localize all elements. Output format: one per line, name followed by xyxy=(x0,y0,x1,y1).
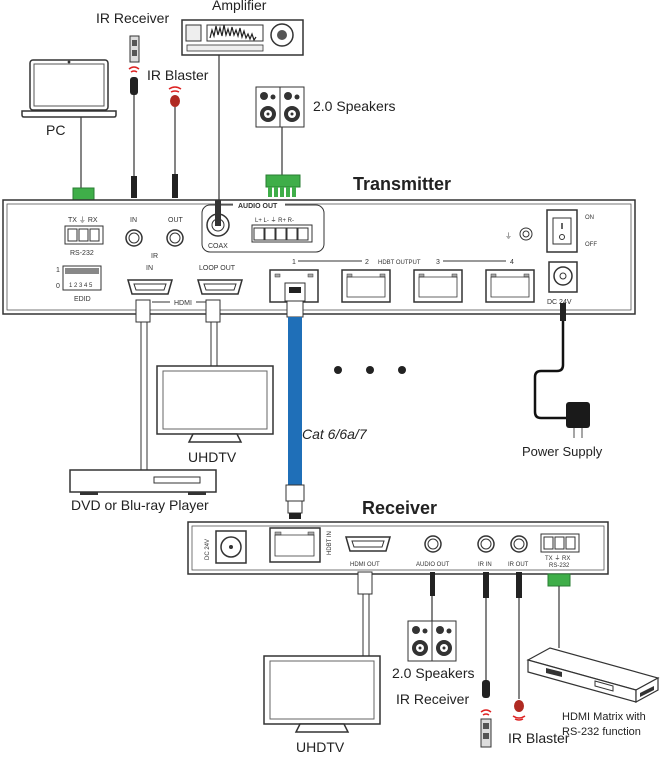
tx-power-switch[interactable] xyxy=(546,209,578,253)
uhdtv-top-icon xyxy=(156,365,274,443)
rx-rs232-label: RS-232 xyxy=(549,563,570,569)
rx-ir-in-label: IR IN xyxy=(478,562,492,568)
tx-hdmi-in-label: IN xyxy=(146,265,153,272)
tx-ground-screw xyxy=(519,227,533,241)
hdmi-matrix-icon xyxy=(526,647,660,704)
rx-rs232-plug-cable xyxy=(547,573,571,648)
ir-blaster-top-label: IR Blaster xyxy=(147,67,209,83)
ir-receiver-top-icon xyxy=(128,35,140,198)
hdmi-matrix-label-line1: HDMI Matrix with xyxy=(562,711,646,723)
tx-dc24v-label: DC 24V xyxy=(547,299,572,306)
speakers-bottom-icon xyxy=(407,620,457,662)
tx-ground-symbol: ⏚ xyxy=(505,232,512,240)
cat-cable xyxy=(284,282,306,519)
rx-hdmi-cable xyxy=(357,571,373,656)
audio-terminal-plug-top xyxy=(265,174,301,197)
tx-rs232-pins: TX ⏚ RX xyxy=(68,216,98,224)
tx-edid-label: EDID xyxy=(74,296,91,303)
tx-rs232-port xyxy=(64,225,104,245)
rx-hdbt-in-port xyxy=(269,527,321,563)
uhdtv-bottom-icon xyxy=(263,655,381,733)
ir-receiver-bottom-icon xyxy=(480,709,492,748)
tx-port-1: 1 xyxy=(292,259,296,266)
tx-ir-in-jack xyxy=(125,229,143,247)
tx-edid-1: 1 xyxy=(56,267,60,274)
tx-hdbt-port-2 xyxy=(341,269,391,303)
uhdtv-top-label: UHDTV xyxy=(188,449,237,465)
rx-rs232-pins: TX ⏚ RX xyxy=(545,555,570,562)
hdmi-cable-to-tv xyxy=(205,299,221,366)
rx-hdmi-out-label: HDMI OUT xyxy=(350,562,380,568)
tx-audio-out-label: AUDIO OUT xyxy=(238,203,278,210)
transmitter-title: Transmitter xyxy=(353,174,451,194)
ir-receiver-top-label: IR Receiver xyxy=(96,10,169,26)
ir-blaster-top-icon xyxy=(168,86,182,198)
dvd-player-label: DVD or Blu-ray Player xyxy=(71,497,209,513)
rx-ir-out-jack xyxy=(510,535,528,553)
hdmi-cable-to-dvd xyxy=(135,299,151,470)
rx-hdbt-in-label: HDBT IN xyxy=(327,531,333,555)
tx-ir-out-jack xyxy=(166,229,184,247)
tx-off-label: OFF xyxy=(585,242,597,248)
tx-edid-switch-numbers: 1 2 3 4 5 xyxy=(69,283,93,289)
tx-hdmi-label: HDMI xyxy=(174,300,192,307)
amplifier-icon xyxy=(181,19,304,200)
rx-dc24v-label: DC 24V xyxy=(205,539,211,560)
rs232-terminal-plug-top xyxy=(72,187,95,201)
rx-audio-out-jack xyxy=(424,535,442,553)
tx-coax-label: COAX xyxy=(208,243,228,250)
tx-hdbt-output-label: HDBT OUTPUT xyxy=(378,260,421,266)
rx-audio-out-label: AUDIO OUT xyxy=(416,562,450,568)
power-supply-icon xyxy=(533,303,590,438)
receiver-title: Receiver xyxy=(362,498,437,518)
hdmi-matrix-label-line2: RS-232 function xyxy=(562,726,641,738)
pc-laptop-icon xyxy=(21,59,117,188)
transmitter-chassis xyxy=(2,199,636,315)
ir-receiver-bottom-label: IR Receiver xyxy=(396,691,469,707)
rx-rs232-port xyxy=(540,533,580,553)
tx-port-3: 3 xyxy=(436,259,440,266)
tx-loop-out-label: LOOP OUT xyxy=(199,265,236,272)
tx-hdbt-port-3 xyxy=(413,269,463,303)
more-receivers-ellipsis xyxy=(334,366,406,374)
tx-ir-out-label: OUT xyxy=(168,217,184,224)
rx-ir-out-cable xyxy=(512,572,526,721)
tx-rs232-label: RS-232 xyxy=(70,250,94,257)
uhdtv-bottom-label: UHDTV xyxy=(296,739,345,755)
tx-edid-0: 0 xyxy=(56,283,60,290)
tx-ir-label: IR xyxy=(151,253,158,260)
tx-ir-in-label: IN xyxy=(130,217,137,224)
speakers-top-label: 2.0 Speakers xyxy=(313,98,396,114)
power-supply-label: Power Supply xyxy=(522,444,603,459)
receiver-chassis xyxy=(187,521,609,575)
speakers-bottom-label: 2.0 Speakers xyxy=(392,665,475,681)
tx-audio-pins: L+ L- ⏚ R+ R- xyxy=(255,217,294,224)
speakers-top-icon xyxy=(255,86,305,175)
tx-audio-terminal xyxy=(251,224,313,243)
dvd-player-icon xyxy=(69,469,217,495)
rx-audio-cable xyxy=(430,572,435,624)
ir-blaster-bottom-label: IR Blaster xyxy=(508,730,570,746)
tx-on-label: ON xyxy=(585,215,594,221)
rx-ir-out-label: IR OUT xyxy=(508,562,529,568)
rx-ir-in-cable xyxy=(482,572,490,698)
rx-ir-in-jack xyxy=(477,535,495,553)
cat-cable-label: Cat 6/6a/7 xyxy=(302,426,368,442)
amplifier-label: Amplifier xyxy=(212,0,267,13)
tx-hdbt-port-4 xyxy=(485,269,535,303)
pc-label: PC xyxy=(46,122,65,138)
tx-port-4: 4 xyxy=(510,259,514,266)
tx-port-2: 2 xyxy=(365,259,369,266)
